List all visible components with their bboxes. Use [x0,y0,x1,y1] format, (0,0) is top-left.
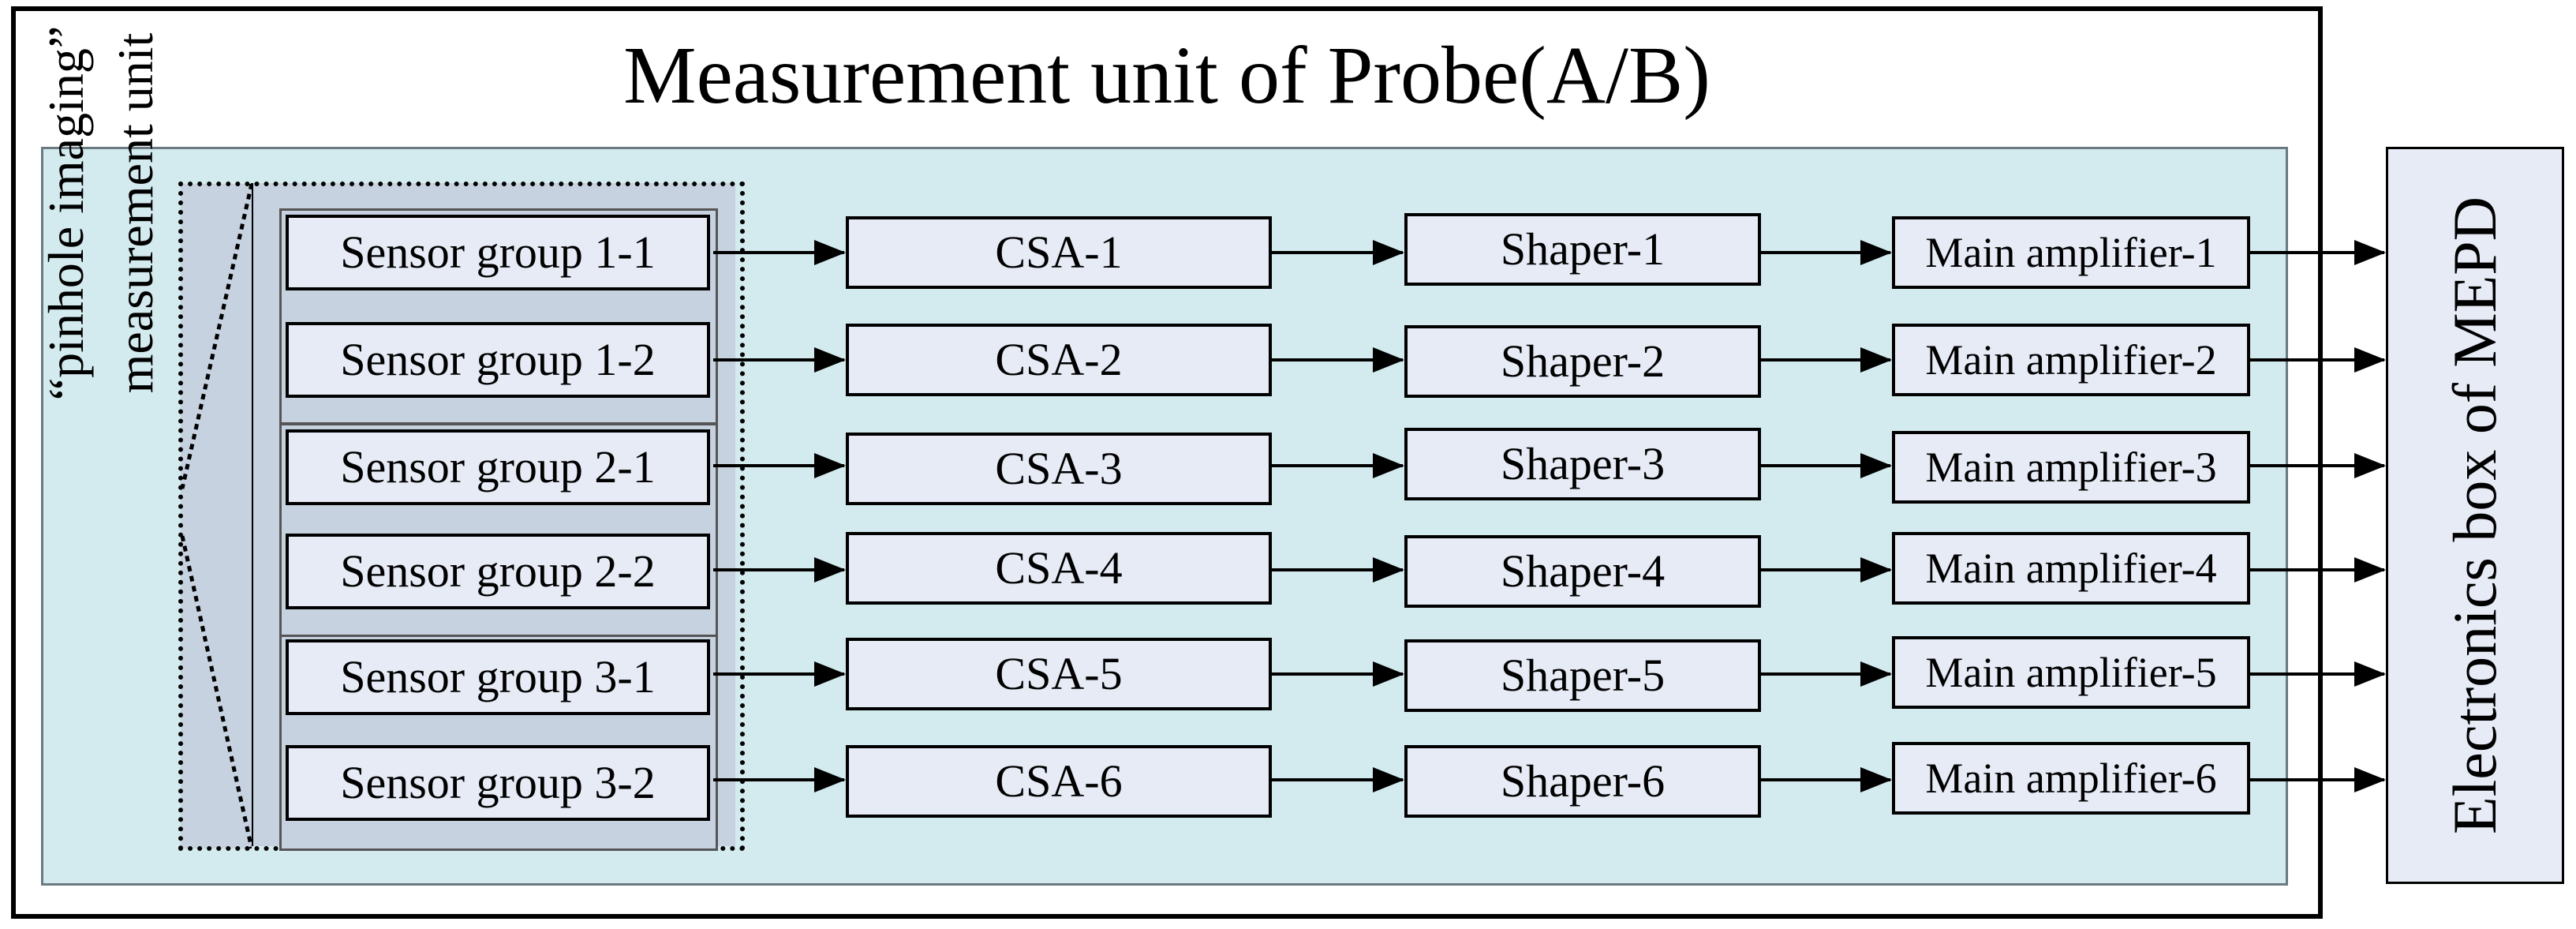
main-amplifier-box: Main amplifier-2 [1892,324,2250,396]
shaper-box: Shaper-1 [1404,213,1761,286]
sensor-group-box: Sensor group 3-2 [286,745,710,821]
sensor-group-box: Sensor group 1-1 [286,215,710,290]
pinhole-funnel-shape [181,184,252,848]
shaper-box: Shaper-5 [1404,639,1761,712]
shaper-box: Shaper-2 [1404,325,1761,398]
main-amplifier-box: Main amplifier-4 [1892,532,2250,605]
electronics-box [2386,147,2564,884]
main-amplifier-box: Main amplifier-3 [1892,431,2250,504]
main-amplifier-box: Main amplifier-1 [1892,216,2250,289]
shaper-box: Shaper-3 [1404,428,1761,500]
main-amplifier-box: Main amplifier-6 [1892,742,2250,815]
sensor-group-box: Sensor group 2-2 [286,534,710,609]
shaper-box: Shaper-6 [1404,745,1761,818]
main-amplifier-box: Main amplifier-5 [1892,636,2250,709]
sensor-group-box: Sensor group 2-1 [286,429,710,505]
csa-box: CSA-6 [846,745,1272,818]
csa-box: CSA-1 [846,216,1272,289]
diagram-title: Measurement unit of Probe(A/B) [623,30,1710,121]
probe-outer-frame [11,6,2323,919]
sensor-group-box: Sensor group 1-2 [286,322,710,398]
csa-box: CSA-4 [846,532,1272,605]
shaper-box: Shaper-4 [1404,535,1761,608]
csa-box: CSA-5 [846,638,1272,710]
csa-box: CSA-2 [846,324,1272,396]
csa-box: CSA-3 [846,433,1272,505]
sensor-group-box: Sensor group 3-1 [286,639,710,715]
